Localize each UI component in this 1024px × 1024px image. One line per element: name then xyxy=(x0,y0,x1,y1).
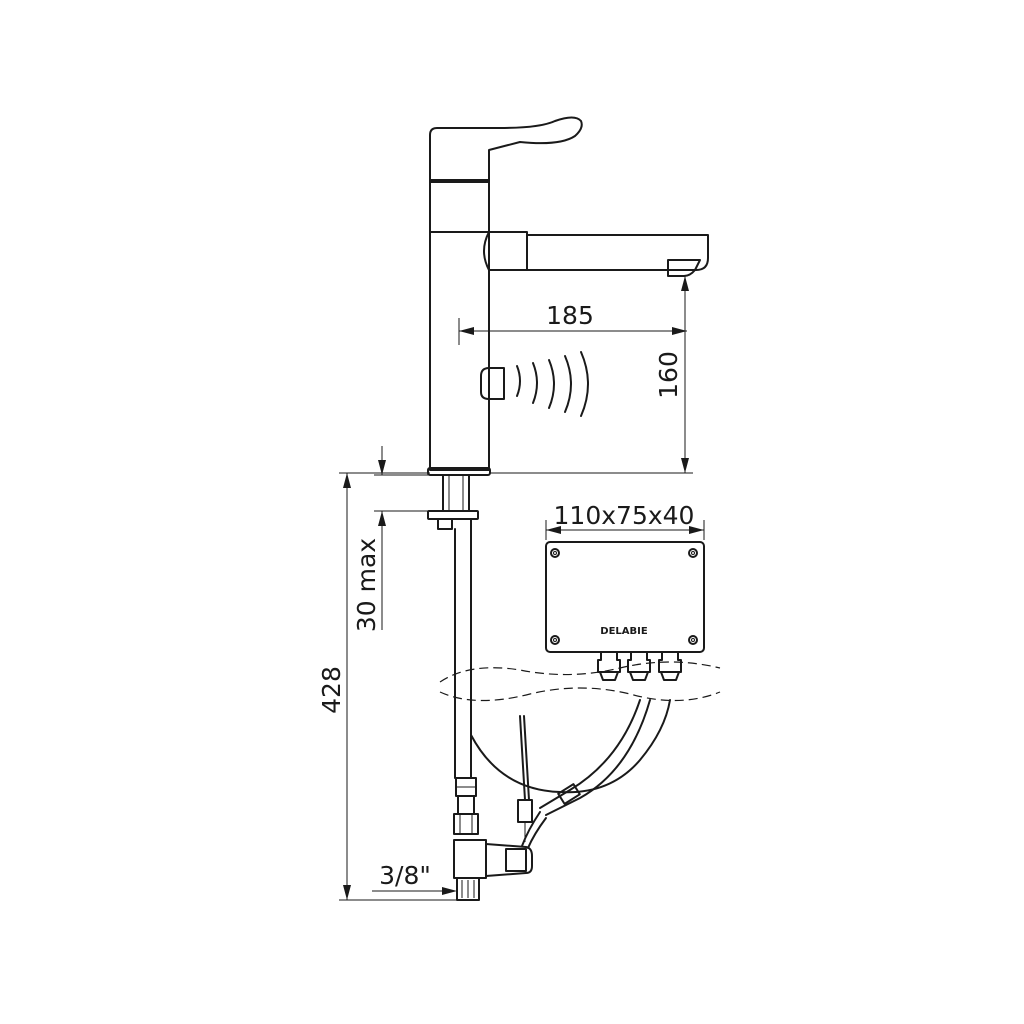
body-main xyxy=(429,231,490,471)
sensor-waves xyxy=(516,351,589,417)
dim-deck-thickness: 30 max xyxy=(352,446,440,632)
dim-deck-thickness-label: 30 max xyxy=(352,538,381,632)
break-lines xyxy=(439,661,721,702)
spout xyxy=(526,234,709,271)
dim-connection-label: 3/8" xyxy=(379,861,431,890)
box-screws xyxy=(550,548,698,645)
lever-handle xyxy=(429,116,583,181)
dim-box-size-label: 110x75x40 xyxy=(554,501,695,530)
dim-spout-reach-label: 185 xyxy=(546,301,594,330)
threaded-rod xyxy=(442,474,470,512)
faucet-body xyxy=(427,116,709,476)
control-box: DELABIE xyxy=(545,541,705,681)
spout-joint xyxy=(483,231,528,271)
body-band-upper xyxy=(429,179,490,233)
cable-glands xyxy=(597,651,682,681)
dim-total-length-label: 428 xyxy=(317,666,346,714)
aerator xyxy=(667,259,701,277)
dim-connection: 3/8" xyxy=(372,861,457,895)
inlet-connector xyxy=(456,877,480,901)
solenoid-valve xyxy=(453,839,487,879)
dim-spout-height-label: 160 xyxy=(654,351,683,399)
hose-nut-lower xyxy=(453,813,479,835)
mounting-assembly xyxy=(427,474,533,901)
dim-total-length: 428 xyxy=(317,472,457,901)
infrared-sensor xyxy=(480,367,505,400)
dim-spout-reach: 185 xyxy=(458,301,687,345)
cables xyxy=(470,699,671,849)
dim-spout-height: 160 xyxy=(489,276,693,474)
box-brand-label: DELABIE xyxy=(600,626,648,637)
fixing-plate xyxy=(427,510,479,520)
dim-box-size: 110x75x40 xyxy=(545,501,705,540)
